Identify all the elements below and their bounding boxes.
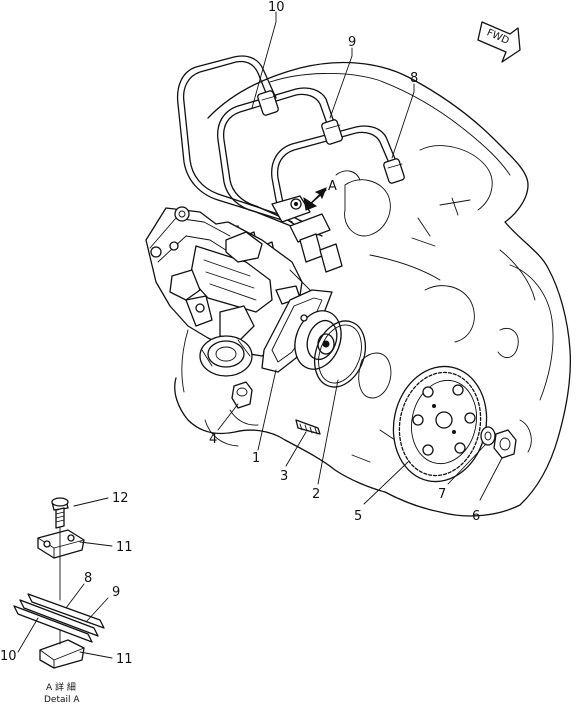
fwd-arrow-icon: [477, 21, 521, 63]
callout-8: 8: [410, 71, 418, 86]
callout-9: 9: [348, 35, 356, 50]
callout-10: 10: [268, 0, 285, 15]
callout-1: 1: [252, 451, 260, 466]
pump-coupling: [199, 335, 253, 377]
detail-callout-8: 8: [84, 571, 92, 586]
callout-7: 7: [438, 487, 446, 502]
nut: [231, 381, 253, 409]
detail-callout-11-upper: 11: [116, 540, 133, 555]
detail-callout-11-lower: 11: [116, 652, 133, 667]
detail-caption-en: Detail A: [44, 695, 80, 704]
view-marker-label: A: [328, 179, 337, 194]
o-ring: [313, 320, 367, 388]
drive-hub: [294, 310, 342, 370]
detail-callout-9: 9: [112, 585, 120, 600]
drive-gear: [392, 365, 488, 483]
callout-6: 6: [472, 509, 480, 524]
injection-pump: [145, 206, 311, 357]
detail-a-inset: [13, 497, 113, 669]
injection-pipes: [176, 55, 405, 237]
engine-block: [174, 61, 572, 517]
view-arrow: [303, 187, 327, 211]
washer: [480, 426, 496, 446]
leader-lines: [217, 11, 503, 505]
detail-caption-jp: A 詳 細: [46, 681, 76, 693]
gear-nut: [493, 429, 517, 459]
callout-3: 3: [280, 469, 288, 484]
callout-4: 4: [209, 432, 217, 447]
pipe-clamp: [271, 195, 331, 243]
stud: [295, 419, 321, 435]
detail-callout-12: 12: [112, 491, 129, 506]
callout-5: 5: [354, 509, 362, 524]
callout-2: 2: [312, 487, 320, 502]
detail-callout-10: 10: [0, 649, 17, 664]
